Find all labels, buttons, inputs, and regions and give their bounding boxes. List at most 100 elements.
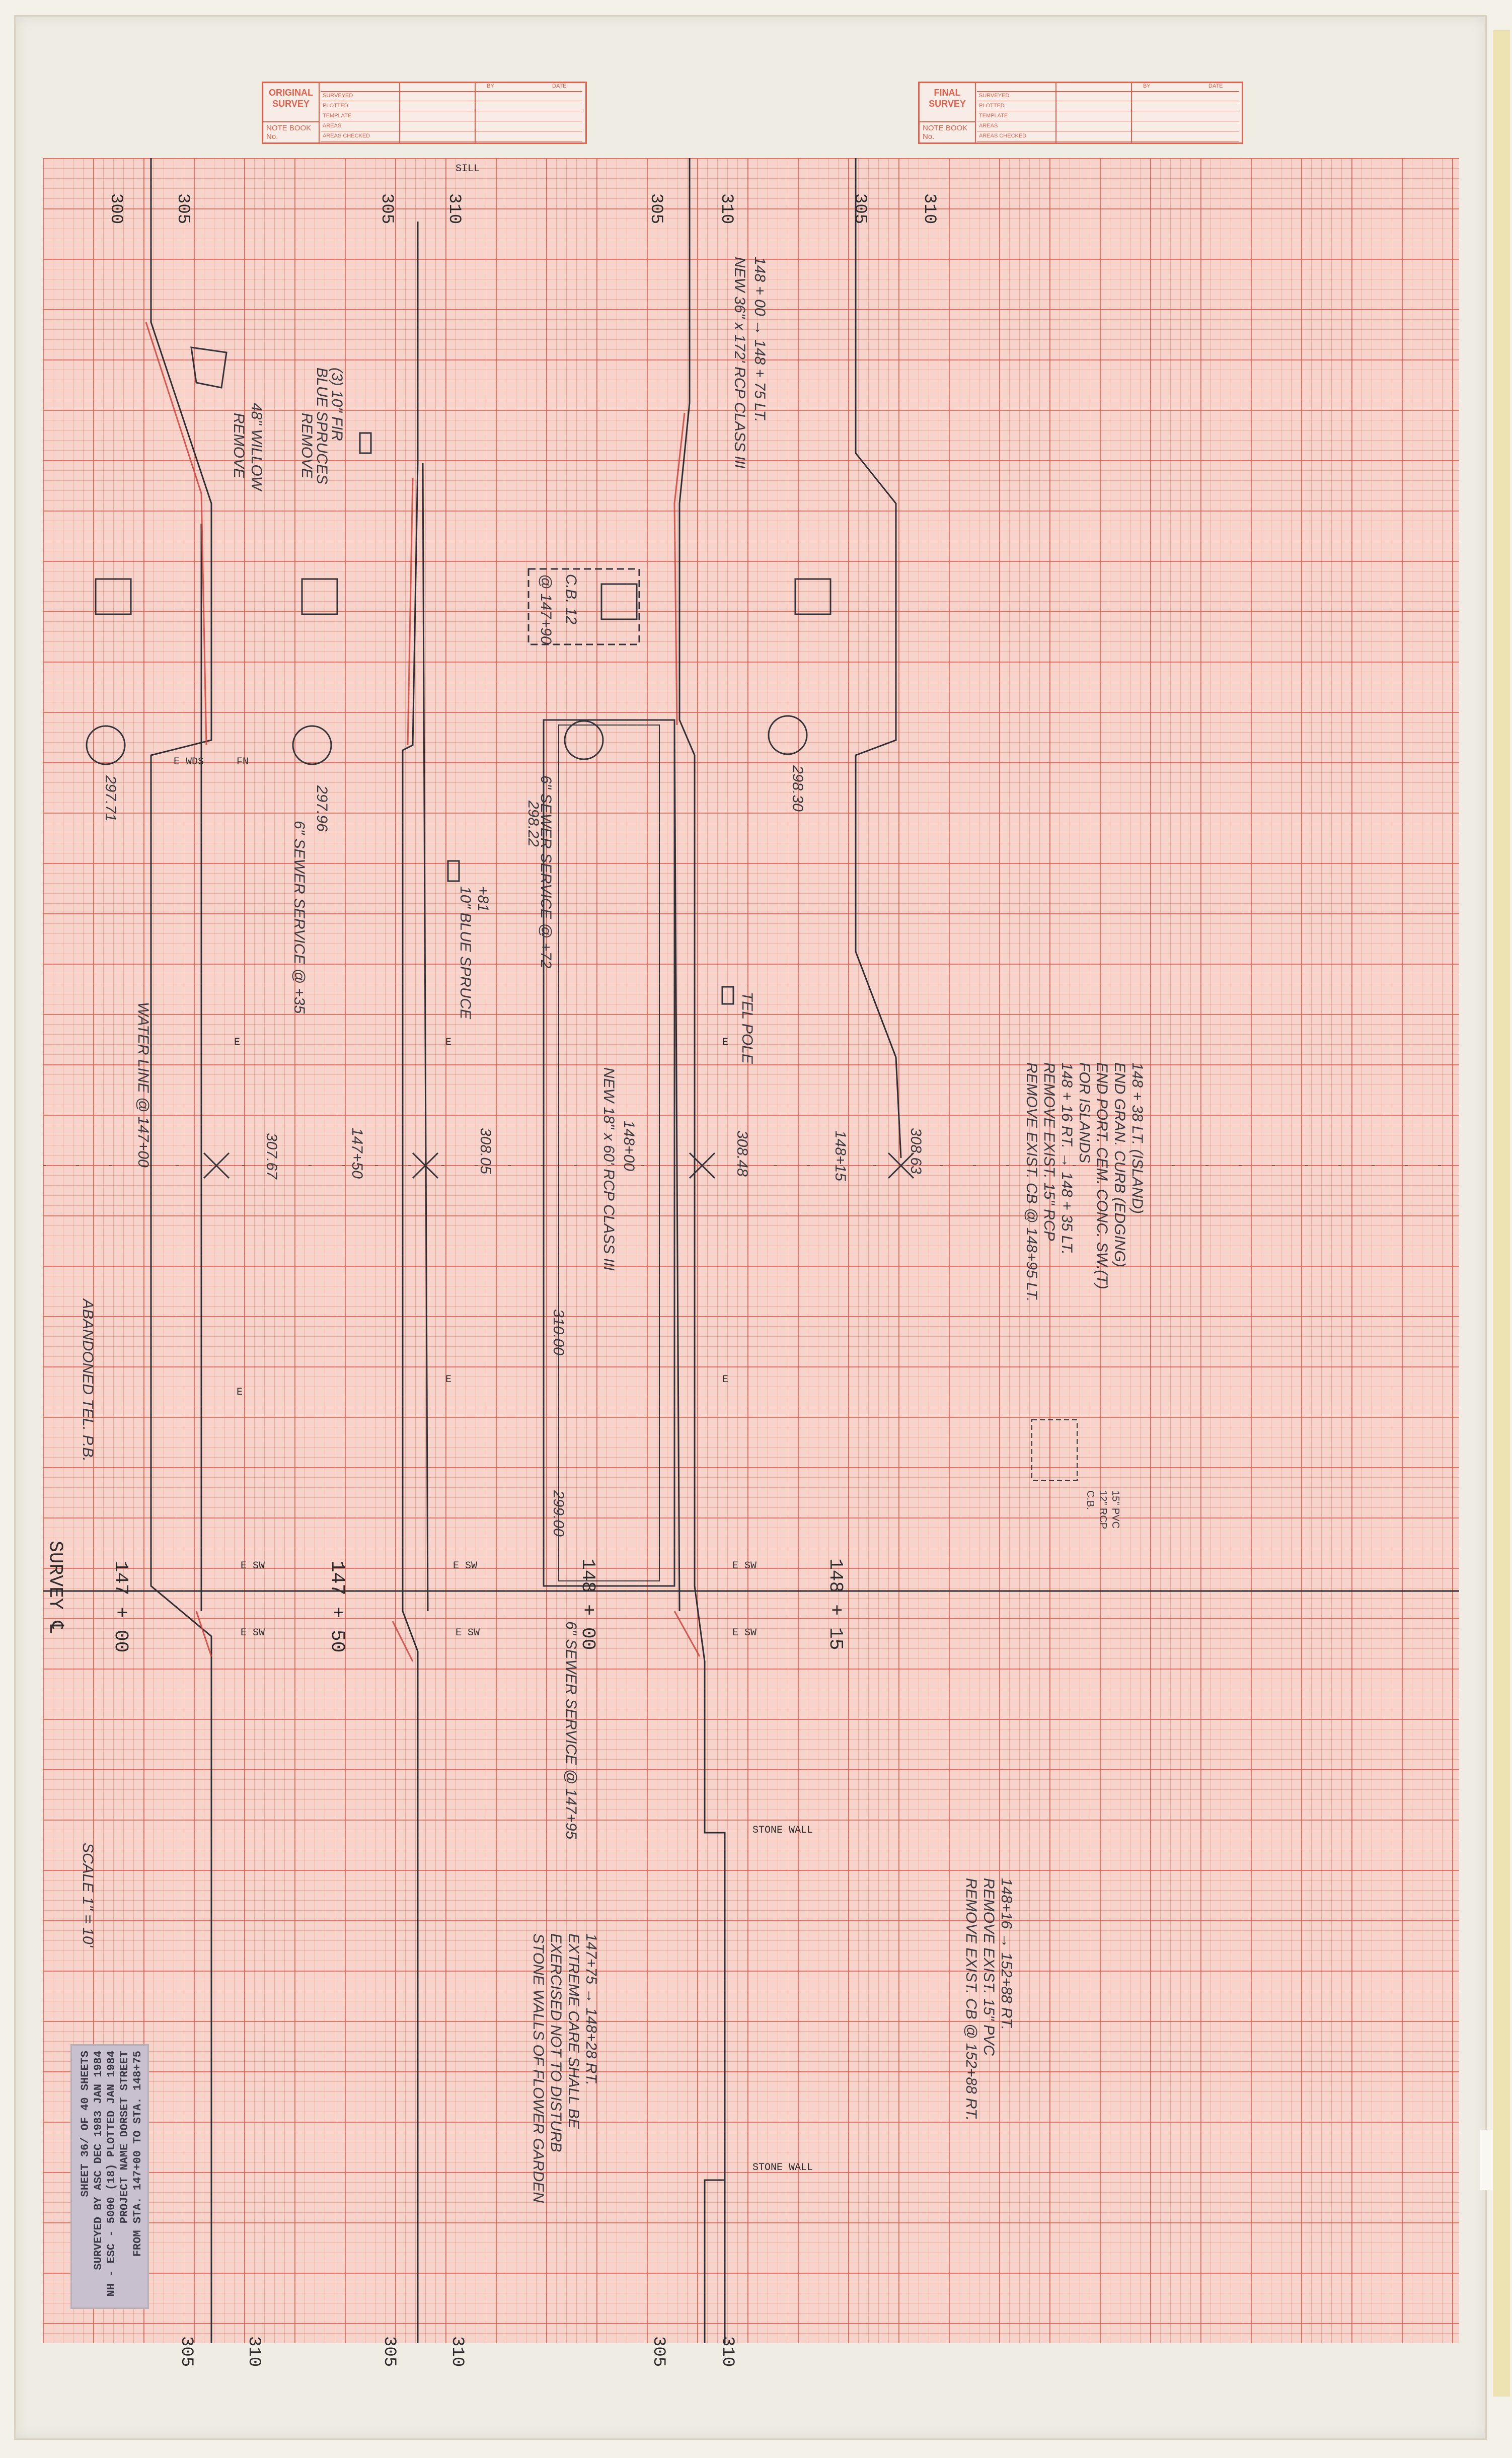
- catch-basin-box: [794, 578, 831, 615]
- final-survey-stamp: FINAL SURVEY NOTE BOOK No. BY DATE SURVE…: [918, 82, 1243, 144]
- elevation-label: 305: [646, 193, 665, 224]
- sewer-note: 6" SEWER SERVICE @ +35: [291, 821, 308, 1014]
- manhole-circle: [564, 720, 604, 760]
- elevation-note: 307.67: [263, 1133, 280, 1180]
- stamp-row: PLOTTED: [977, 101, 1239, 111]
- catch-basin-dashed: [527, 568, 640, 645]
- red-proposed-line: [145, 322, 207, 746]
- stamp-divider: [475, 83, 476, 142]
- elevation-note: 308.48: [734, 1130, 750, 1177]
- islands-note: FOR ISLANDS: [1076, 1062, 1093, 1163]
- scale-note: SCALE 1" = 10': [80, 1843, 96, 1948]
- manhole-circle: [292, 725, 332, 765]
- stamp-notebook: NOTE BOOK No.: [263, 121, 320, 142]
- stamp-rows: SURVEYED PLOTTED TEMPLATE AREAS AREAS CH…: [321, 91, 582, 141]
- remove-note: REMOVE EXIST. 15" PVC: [980, 1878, 997, 2056]
- elevation-note: 298.22: [525, 800, 542, 847]
- manhole-circle: [768, 715, 808, 755]
- manhole-circle: [86, 725, 126, 765]
- elevation-label: 310: [718, 2336, 737, 2367]
- tree-symbol: [190, 346, 228, 389]
- elevation-label: 305: [380, 2336, 399, 2367]
- stamp-title: FINAL SURVEY: [920, 83, 976, 121]
- stamp-notebook-label: NOTE BOOK: [923, 124, 968, 132]
- station-cross: [412, 1152, 439, 1179]
- sidewalk-label: E SW: [732, 1627, 757, 1639]
- profile-line: [673, 725, 681, 1612]
- new-pipe-outline: [543, 719, 675, 1587]
- stamp-row: AREAS CHECKED: [321, 131, 582, 141]
- stamp-divider: [1055, 83, 1056, 142]
- spruce-symbol: [447, 860, 460, 882]
- cb-note: @ 147+90: [538, 574, 554, 644]
- sidewalk-label: E SW: [241, 1560, 265, 1572]
- elevation-note: 298.30: [789, 765, 806, 812]
- white-label-patch: [1480, 2130, 1493, 2190]
- cb-detail-box: [1031, 1419, 1078, 1481]
- spruce-note: BLUE SPRUCES: [314, 368, 330, 484]
- stamp-row: AREAS CHECKED: [977, 131, 1239, 141]
- stamp-row: PLOTTED: [321, 101, 582, 111]
- edge-label: E: [722, 1374, 728, 1386]
- stamp-notebook: NOTE BOOK No.: [920, 121, 976, 142]
- cb-detail-note: 15" PVC: [1110, 1490, 1121, 1529]
- title-block-line: SHEET 36/ OF 40 SHEETS: [79, 2051, 92, 2197]
- stamp-row: TEMPLATE: [977, 111, 1239, 121]
- edge-label: E: [722, 1037, 728, 1048]
- stamp-rows: SURVEYED PLOTTED TEMPLATE AREAS AREAS CH…: [977, 91, 1239, 141]
- stamp-date: DATE: [552, 83, 567, 89]
- stamp-row: SURVEYED: [321, 91, 582, 101]
- survey-label: SURVEY ℄: [44, 1541, 66, 1634]
- red-proposed-line: [195, 1611, 212, 1657]
- stamp-title: ORIGINAL SURVEY: [263, 83, 320, 121]
- elevation-note: 308.63: [908, 1128, 924, 1174]
- remove-note: REMOVE EXIST. CB @ 152+88 RT.: [963, 1878, 979, 2121]
- title-block-line: SURVEYED BY ASC DEC 1983 JAN 1984: [92, 2051, 105, 2270]
- elevation-label: 305: [177, 2336, 196, 2367]
- stamp-row: SURVEYED: [977, 91, 1239, 101]
- pole-symbol: [721, 986, 734, 1005]
- spruce-note: 10" BLUE SPRUCE: [457, 886, 474, 1020]
- station-label: 147 + 00: [110, 1561, 131, 1652]
- elevation-note: 299.00: [550, 1490, 567, 1537]
- stone-wall-label: STONE WALL: [752, 1825, 813, 1836]
- catch-basin-box: [95, 578, 132, 615]
- title-block-line: NH - ESC - 5000 (18) PLOTTED JAN 1984: [105, 2051, 118, 2297]
- station-cross: [689, 1152, 716, 1179]
- stamp-by: BY: [1143, 83, 1151, 89]
- tape-strip: [1493, 30, 1510, 2397]
- cb-detail-note: C.B.: [1085, 1490, 1096, 1510]
- stamp-divider: [1131, 83, 1132, 142]
- elevation-note: 310.00: [550, 1309, 567, 1355]
- profile-line: [704, 1833, 726, 2343]
- elevation-note: 297.96: [314, 785, 330, 832]
- station-cross: [203, 1152, 230, 1179]
- stamp-header: BY DATE: [321, 83, 582, 92]
- telephone-note: ABANDONED TEL. P.B.: [80, 1298, 96, 1462]
- spruce-symbol: [359, 432, 372, 454]
- title-block-line: FROM STA. 147+00 TO STA. 148+75: [131, 2051, 144, 2257]
- stamp-no-label: No.: [923, 132, 935, 141]
- station-label: 147 + 50: [326, 1561, 348, 1652]
- stamp-divider: [399, 83, 400, 142]
- profile-line: [855, 158, 902, 1159]
- remove-note: 148+16 → 152+88 RT.: [998, 1878, 1015, 2030]
- spruce-note: (3) 10" FIR: [329, 368, 345, 441]
- abandon-note: EXERCISED NOT TO DISTURB: [548, 1933, 564, 2152]
- graph-paper-grid: [43, 158, 1459, 2343]
- station-label: 148 + 15: [824, 1558, 846, 1650]
- stamp-row: AREAS: [977, 121, 1239, 131]
- station-note: 148+00: [621, 1120, 637, 1171]
- sidewalk-label: E SW: [732, 1560, 757, 1572]
- station-note: 147+50: [349, 1128, 365, 1179]
- cb-detail-note: 12" RCP: [1097, 1490, 1108, 1529]
- edge-label: E: [445, 1374, 451, 1386]
- abandon-note: 147+75 → 148+28 RT.: [583, 1933, 599, 2085]
- sill-label: SILL: [456, 163, 480, 175]
- pipe-note: 148 + 00 → 148 + 75 LT.: [751, 257, 768, 422]
- water-note: WATER LINE @ 147+00: [135, 1002, 152, 1168]
- elevation-label: 310: [244, 2336, 263, 2367]
- sewer-note: 6" SEWER SERVICE @ +72: [538, 775, 554, 969]
- red-proposed-line: [407, 478, 414, 746]
